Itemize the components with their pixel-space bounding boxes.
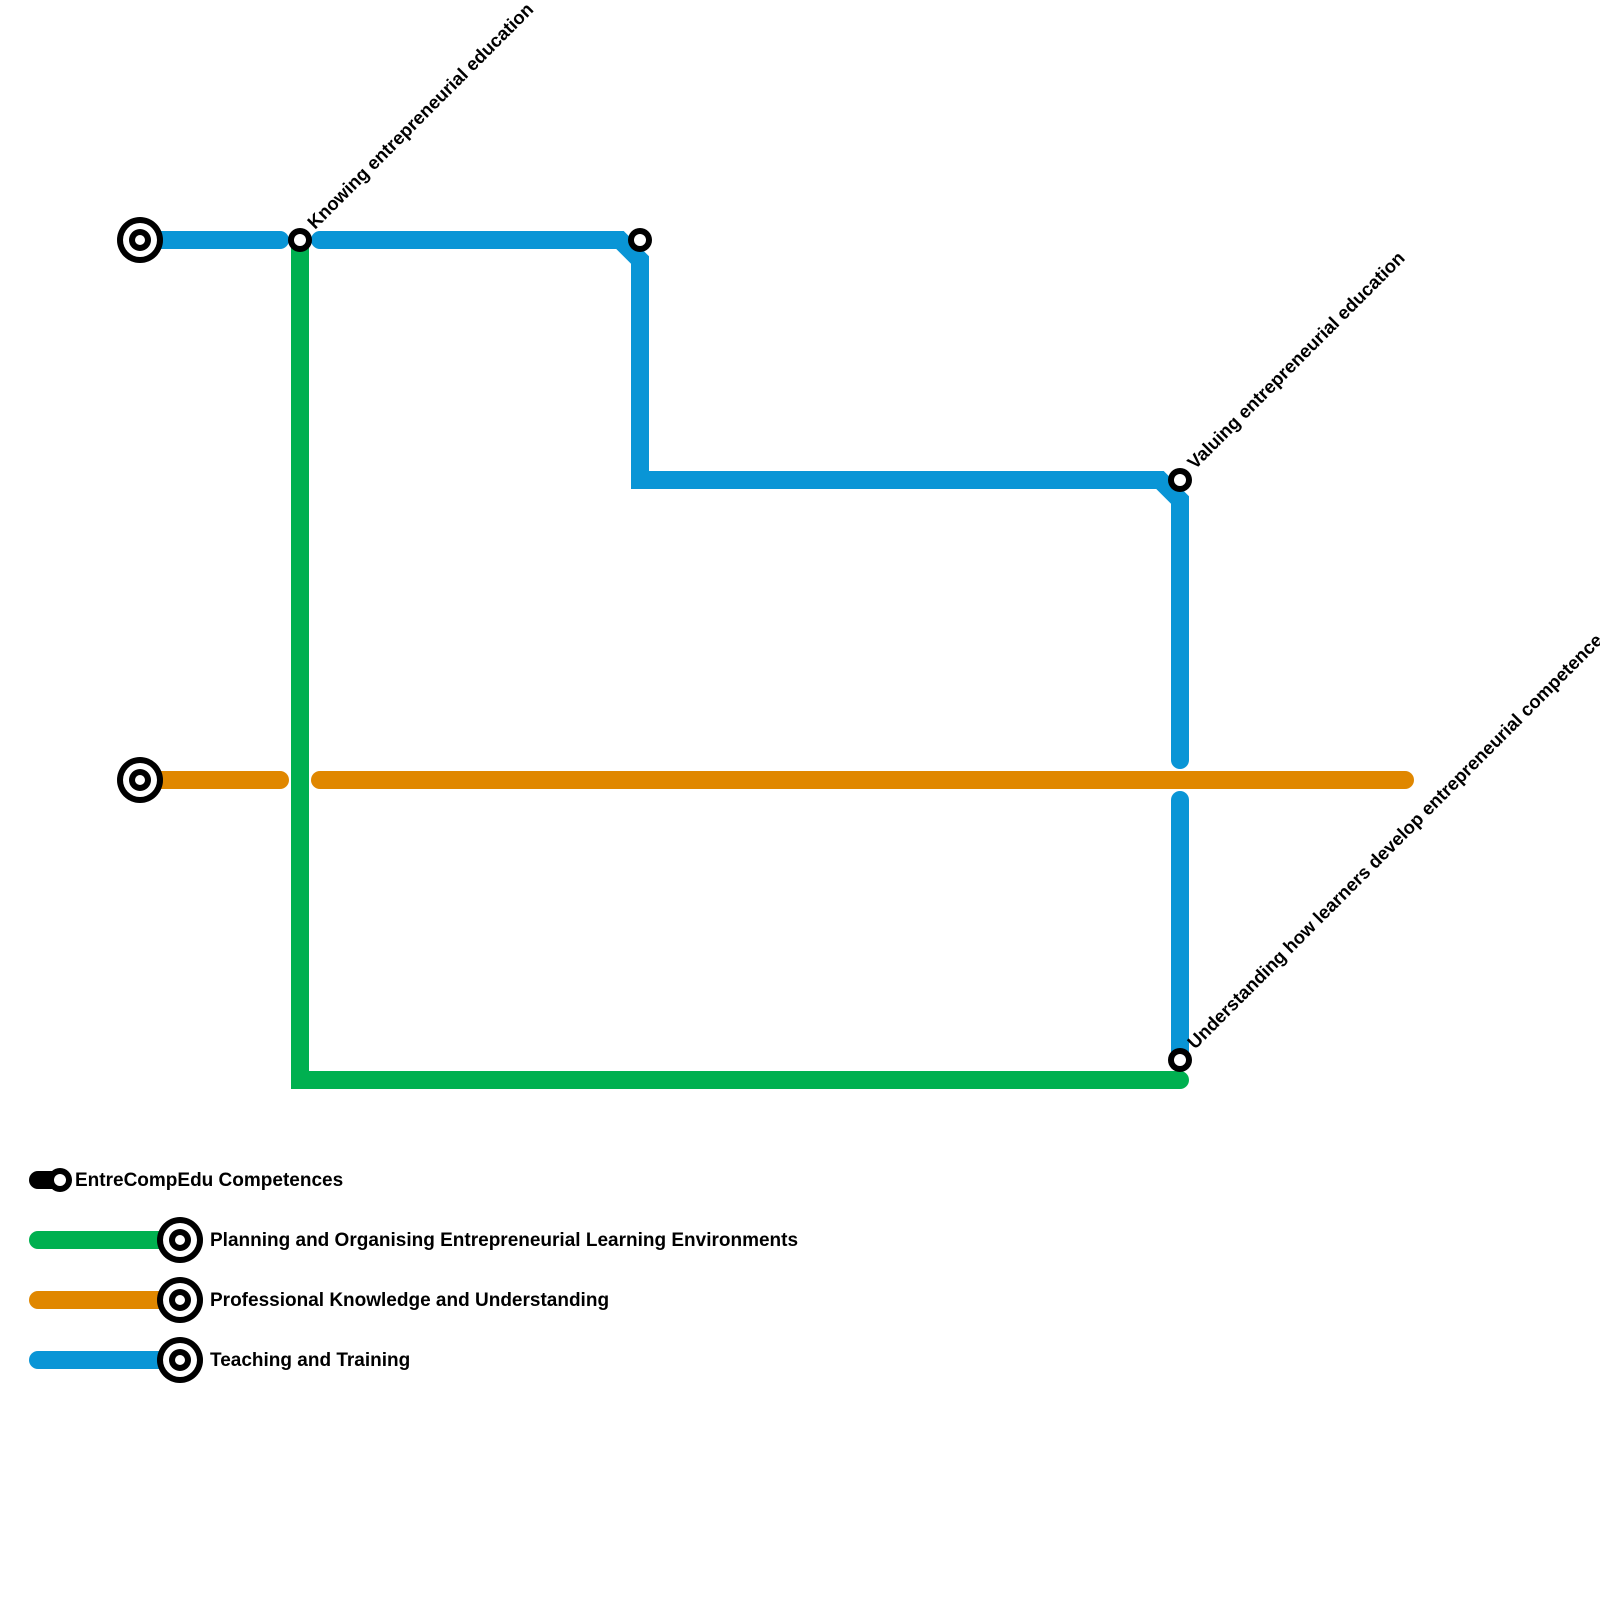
legend-label-teaching: Teaching and Training [210,1350,410,1371]
station-valuing [1168,468,1192,492]
route-planning [291,231,1189,1089]
station-understanding [1168,1048,1192,1072]
legend-label-competences: EntreCompEdu Competences [75,1170,343,1191]
terminus-knowledge [117,757,163,803]
legend: EntreCompEdu Competences Planning and Or… [29,1168,798,1383]
station-label-understanding: Understanding how learners develop entre… [1183,629,1600,1052]
station-label-knowing: Knowing entrepreneurial education [303,0,537,233]
legend-label-planning: Planning and Organising Entrepreneurial … [210,1230,798,1251]
legend-item-teaching: Teaching and Training [29,1337,410,1383]
legend-label-knowledge: Professional Knowledge and Understanding [210,1290,609,1311]
station-knowing [288,228,312,252]
terminus-teaching [117,217,163,263]
legend-item-knowledge: Professional Knowledge and Understanding [29,1277,609,1323]
legend-item-competences: EntreCompEdu Competences [29,1168,343,1192]
station-unlabeled [628,228,652,252]
legend-item-planning: Planning and Organising Entrepreneurial … [29,1217,798,1263]
route-teaching-main [311,231,1189,769]
station-label-valuing: Valuing entrepreneurial education [1183,247,1409,473]
